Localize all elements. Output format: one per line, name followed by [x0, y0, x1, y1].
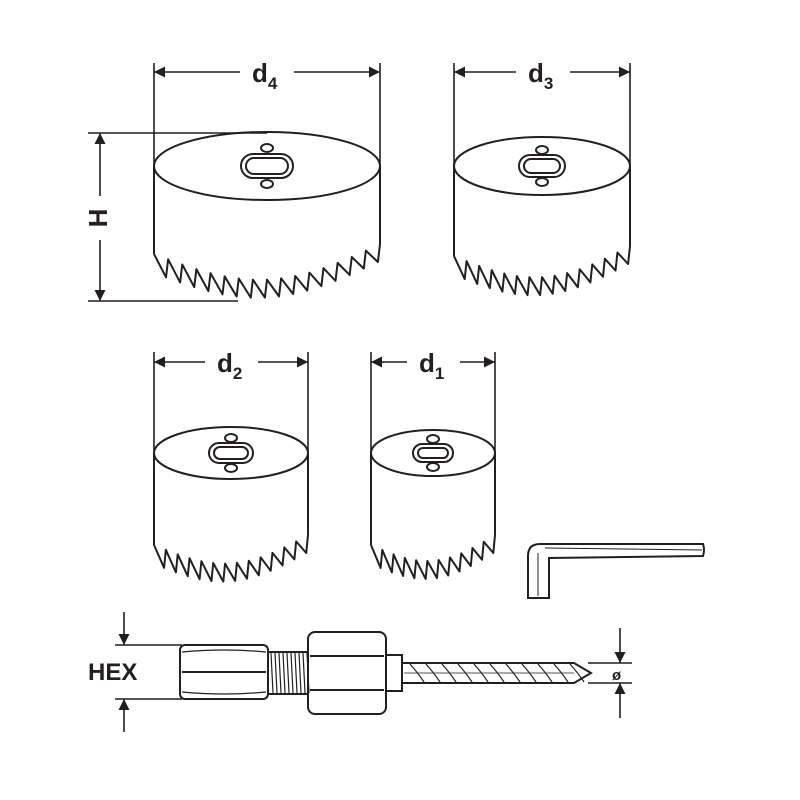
label-d1: d1 — [419, 348, 444, 383]
hex-key-icon — [527, 543, 705, 599]
hole-saw-d4-icon — [153, 131, 381, 299]
label-diameter: ø — [612, 667, 622, 684]
hole-saw-d3-icon — [453, 136, 631, 297]
label-height: H — [83, 209, 113, 228]
label-hex: HEX — [88, 659, 137, 686]
dimension-d3 — [453, 63, 631, 166]
label-d3: d3 — [528, 58, 553, 93]
label-d4: d4 — [252, 58, 278, 93]
label-d2: d2 — [217, 348, 242, 383]
dimension-d1 — [370, 352, 496, 453]
arbor-drill-bit-icon — [179, 631, 593, 715]
dimension-hex — [115, 612, 182, 732]
dimension-d2 — [153, 352, 309, 453]
hole-saw-d2-icon — [153, 426, 309, 583]
dimension-d4 — [153, 63, 381, 166]
dimension-height — [88, 132, 267, 302]
dimension-diameter — [588, 628, 632, 718]
hole-saw-d1-icon — [370, 429, 496, 580]
